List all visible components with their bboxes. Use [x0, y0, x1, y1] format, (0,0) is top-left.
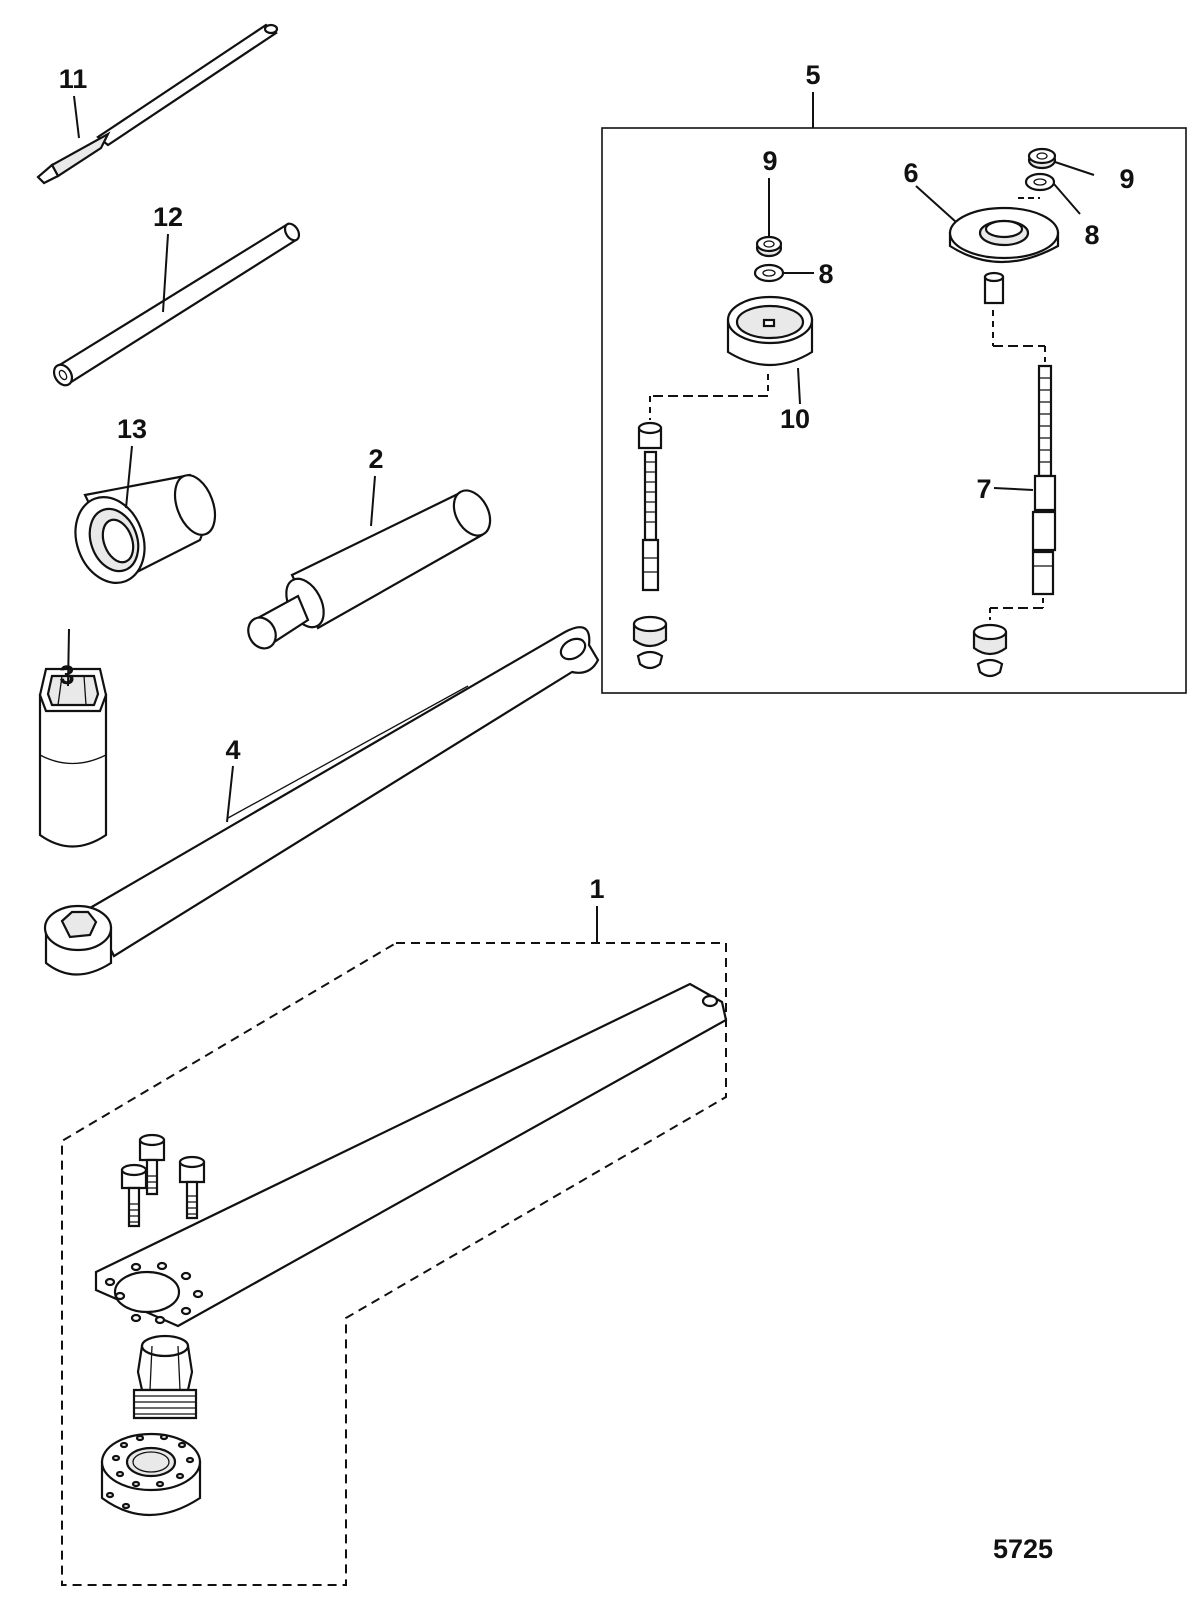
part-3-socket — [38, 667, 108, 848]
part-4-hex-wrench — [43, 626, 600, 976]
callout-4: 4 — [225, 735, 240, 765]
part-7-stud-left — [632, 421, 668, 670]
part-7-stud-right — [1031, 364, 1057, 596]
part-9-nut-right — [1027, 147, 1057, 170]
leader-4 — [226, 765, 234, 823]
part-6-plate — [948, 206, 1060, 263]
part-13-cone-driver — [74, 473, 217, 584]
kit-1-dashed-outline — [61, 942, 727, 1586]
callout-3: 3 — [59, 660, 74, 690]
leader-7 — [993, 487, 1034, 491]
figure-code: 5725 — [993, 1534, 1053, 1564]
callout-10: 10 — [780, 404, 810, 434]
callout-9-left: 9 — [762, 146, 777, 176]
callout-7: 7 — [976, 474, 991, 504]
leader-2 — [370, 475, 376, 527]
callout-11: 11 — [59, 64, 88, 94]
leader-10 — [797, 367, 801, 405]
part-7-spacer-right — [983, 271, 1005, 305]
callout-6: 6 — [903, 158, 918, 188]
callout-2: 2 — [368, 444, 383, 474]
part-10-puller-cup — [726, 295, 814, 367]
callout-8-right: 8 — [1084, 220, 1099, 250]
part-1-bolts — [120, 1133, 206, 1228]
part-1-threaded-plug — [132, 1334, 198, 1420]
part-8-washer-left — [753, 263, 785, 283]
part-2-driver-shaft — [247, 489, 492, 650]
part-8-washer-right — [1024, 172, 1056, 192]
callout-12: 12 — [153, 202, 183, 232]
leader-9-right — [1054, 161, 1095, 176]
leader-8-right — [1053, 183, 1081, 215]
callout-1: 1 — [589, 874, 604, 904]
leader-3 — [67, 628, 70, 687]
leader-12 — [162, 233, 169, 313]
callout-9-right: 9 — [1119, 164, 1134, 194]
part-1-adapter-ring — [100, 1432, 202, 1516]
callout-5: 5 — [805, 60, 820, 90]
leader-13 — [125, 445, 133, 509]
part-nut-clip-right — [972, 623, 1008, 678]
leader-11 — [73, 95, 80, 139]
kit-5-frame — [601, 127, 1187, 694]
part-11-pin-punch — [36, 23, 279, 185]
callout-13: 13 — [117, 414, 147, 444]
part-1-holder-bar — [94, 982, 728, 1328]
part-9-nut-left — [755, 235, 783, 258]
part-12-rod — [52, 222, 301, 387]
leader-6 — [915, 185, 957, 223]
callout-8-left: 8 — [818, 259, 833, 289]
